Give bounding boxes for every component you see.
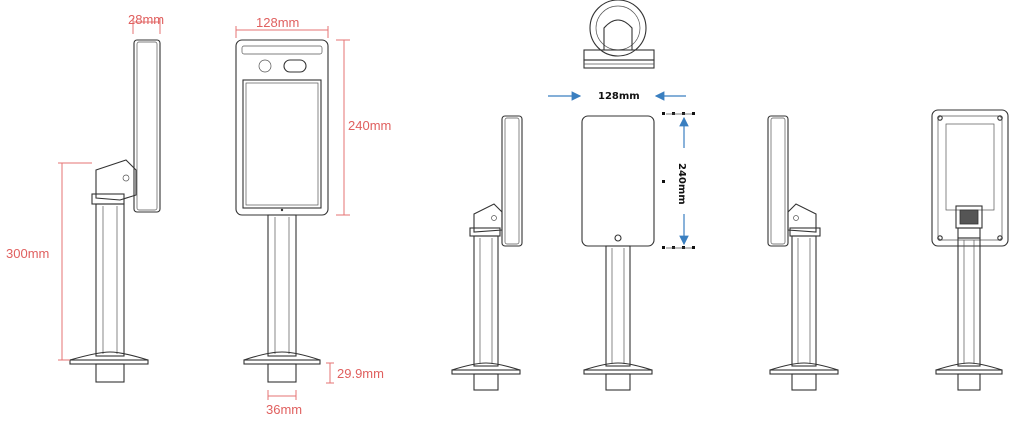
rear-view [931, 109, 1009, 391]
side-view-right [767, 115, 839, 391]
dim-height-left-label: 240mm [348, 118, 391, 133]
camera-lens-2 [283, 59, 307, 73]
camera-lens-1 [258, 59, 272, 73]
dim-base-height: 29.9mm [326, 362, 384, 384]
front-device-body [235, 39, 329, 216]
dim-width-right: 128mm [548, 91, 686, 102]
dim-width-left-label: 128mm [256, 15, 299, 30]
front-view-left [235, 39, 329, 383]
side-bracket [95, 159, 137, 201]
dim-depth-label: 28mm [128, 12, 164, 27]
dim-stand-height-label: 300mm [6, 246, 49, 261]
dim-height-right: 240mm [662, 112, 695, 249]
front-base [243, 351, 321, 361]
top-view [583, 0, 655, 69]
front-screen [242, 79, 322, 209]
side-pole [95, 203, 125, 357]
front-pole [267, 214, 297, 357]
dim-width-left: 128mm [235, 15, 329, 38]
dim-height-left: 240mm [336, 39, 391, 216]
center-device-body [581, 115, 655, 247]
rear-device-body [931, 109, 1009, 247]
dim-height-right-label: 240mm [676, 163, 687, 205]
dim-stand-height: 300mm [6, 162, 92, 361]
dim-pole-diameter: 36mm [266, 390, 302, 417]
dim-depth: 28mm [128, 12, 164, 34]
side-view-left [69, 39, 161, 383]
dim-pole-diameter-label: 36mm [266, 402, 302, 417]
front-view-center [581, 115, 655, 391]
side-view-center [451, 115, 523, 391]
dim-width-right-label: 128mm [598, 91, 640, 102]
side-base [69, 351, 149, 361]
dim-base-height-label: 29.9mm [337, 366, 384, 381]
